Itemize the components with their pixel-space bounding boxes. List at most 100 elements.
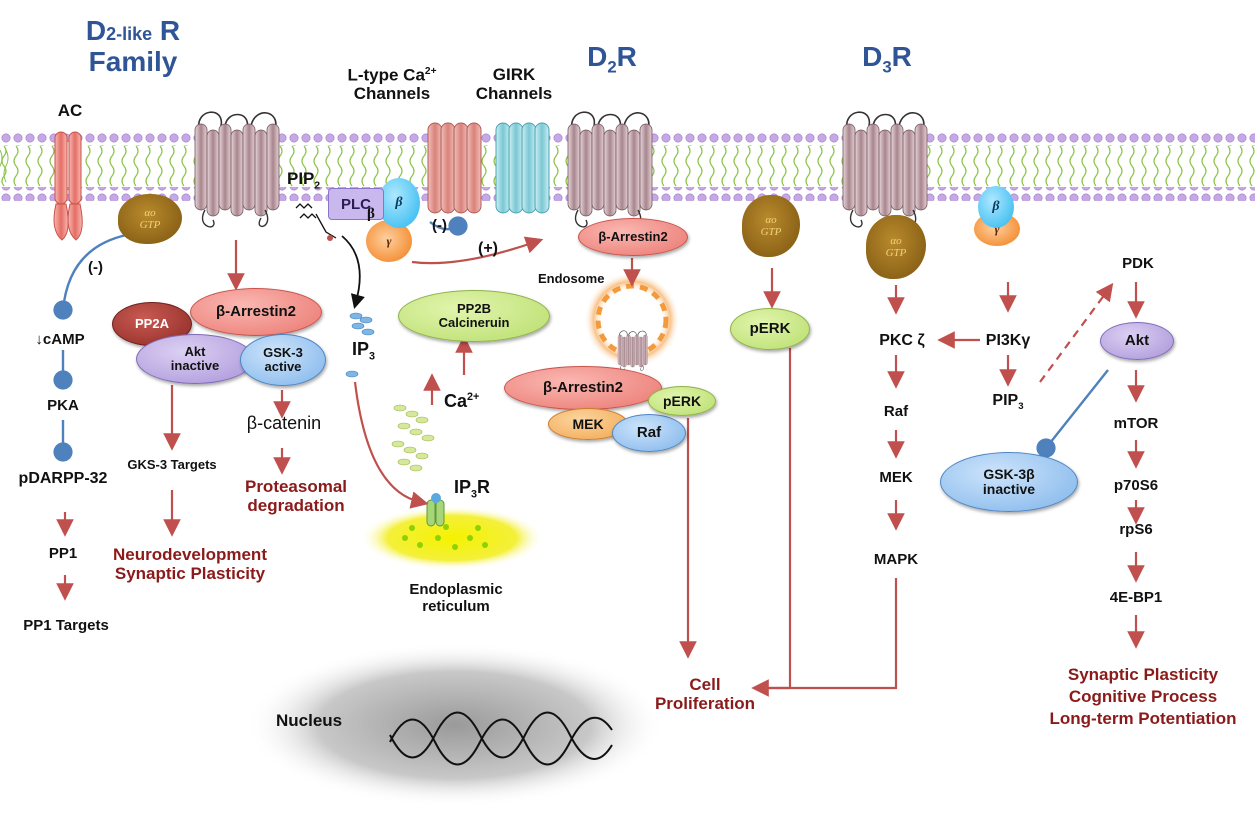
raf-oval-d2r: Raf: [612, 414, 686, 452]
d2r-title: D2R: [587, 41, 637, 77]
gbeta-right: β: [978, 186, 1014, 228]
transmembrane-helix: [626, 334, 631, 366]
gbeta-left: β: [378, 178, 420, 228]
inhibit-ac: [53, 230, 151, 320]
ip3-main: IP: [352, 339, 370, 359]
transmembrane-helix: [627, 129, 641, 217]
pdarpp-label: pDARPP-32: [18, 470, 108, 487]
transmembrane-helix: [194, 123, 208, 211]
plus-sign-girk: (+): [478, 240, 498, 257]
transmembrane-helix: [579, 129, 593, 217]
transmembrane-helix: [266, 123, 280, 211]
transmembrane-helix: [617, 334, 623, 366]
arrow-pip3-pdk: [1039, 282, 1114, 383]
akt-label-d3r: Akt: [1124, 332, 1150, 350]
d2r-receptor-icon: [567, 111, 653, 228]
galpha-label: αo: [765, 213, 777, 226]
er-line2: reticulum: [422, 597, 490, 615]
proteasomal-line2: degradation: [247, 495, 345, 515]
er-dots: [402, 524, 488, 550]
transmembrane-helix: [615, 123, 629, 211]
akt-line2: inactive: [170, 358, 220, 373]
er-shape: [360, 506, 544, 570]
adenylyl-cyclase-icon: [53, 131, 83, 241]
akt-line1: Akt: [184, 344, 206, 360]
arrow-mapk-cell: [751, 578, 898, 697]
pip3-main: PIP: [992, 392, 1019, 409]
transmembrane-helix: [206, 129, 220, 217]
camp-label: ↓cAMP: [35, 331, 85, 348]
transmembrane-helix: [242, 123, 256, 211]
nucleus-shape: [245, 643, 665, 807]
plc-beta-label: β: [367, 206, 375, 222]
galpha-o-d3r: αo GTP: [866, 215, 926, 279]
family-title: D2-like R Family: [85, 15, 180, 78]
gsk3b-line1: GSK-3β: [983, 466, 1035, 483]
transmembrane-helix: [603, 129, 617, 217]
gtp-label: GTP: [885, 247, 907, 259]
raf-label-d2r: Raf: [636, 424, 662, 442]
d2r-title-sub: 2: [607, 57, 617, 77]
barrestin-label-left: β-Arrestin2: [215, 303, 296, 321]
inhibition-lines: [53, 216, 1109, 462]
receptor-loop: [198, 111, 277, 131]
pi3k-label: PI3Kγ: [985, 332, 1031, 349]
transmembrane-helix: [622, 336, 627, 368]
neuro-line2: Synaptic Plasticity: [114, 563, 266, 583]
d3r-title-d: D: [862, 41, 883, 72]
endosome-label: Endosome: [538, 271, 605, 286]
cell-line2: Proliferation: [654, 693, 756, 713]
girk-label-line1: GIRK: [492, 65, 536, 84]
ca-main: Ca: [444, 391, 468, 411]
dna-helix-icon: [389, 711, 613, 766]
mek-label-d3r: MEK: [879, 469, 913, 486]
transmembrane-helix: [591, 123, 605, 211]
d3r-title-r: R: [891, 41, 912, 72]
perk-oval-d2r: pERK: [648, 386, 716, 416]
arrow-gbg-girk: [411, 236, 544, 265]
raf-label-d3r: Raf: [883, 403, 909, 420]
family-title-family: Family: [88, 45, 178, 77]
gsk3b-line2: inactive: [982, 481, 1036, 497]
transmembrane-helix: [890, 123, 904, 211]
family-title-d: D: [85, 15, 107, 46]
ac-label: AC: [57, 101, 83, 120]
barrestin-label-top: β-Arrestin2: [598, 229, 668, 245]
endosome-receptor-icon: [617, 330, 648, 372]
d3r-title-sub: 3: [882, 57, 892, 77]
inhibit-ltype: [429, 216, 468, 236]
pp2b-line2: Calcineruin: [438, 315, 510, 330]
transmembrane-helix: [866, 123, 880, 211]
transmembrane-helix: [218, 123, 232, 211]
transmembrane-helix: [254, 129, 268, 217]
pp1-label: PP1: [48, 545, 78, 562]
pkc-label: PKC ζ: [879, 332, 925, 349]
galpha-label: αo: [890, 234, 902, 247]
transmembrane-helix: [567, 123, 581, 211]
pip2-label-sub: 2: [314, 180, 321, 192]
proteasomal-label: Proteasomal degradation: [245, 477, 347, 515]
perk-oval-right: pERK: [730, 308, 810, 350]
inhibit-sign-channel: (-): [432, 217, 447, 234]
transmembrane-helix: [842, 123, 856, 211]
ip3r-label: IP3R: [454, 477, 490, 501]
gsk3-line2: active: [264, 359, 302, 374]
pka-label: PKA: [47, 397, 79, 414]
receptor-tail: [202, 209, 269, 228]
pdk-label: PDK: [1122, 255, 1154, 272]
inhibit-sign-ac: (-): [88, 259, 103, 276]
transmembrane-helix: [878, 129, 892, 217]
transmembrane-helix: [630, 336, 635, 368]
arrow-ip3-ip3r: [353, 381, 429, 509]
transmembrane-helix: [854, 129, 868, 217]
girk-label-line2: Channels: [475, 83, 553, 103]
receptor-loop: [571, 111, 650, 131]
